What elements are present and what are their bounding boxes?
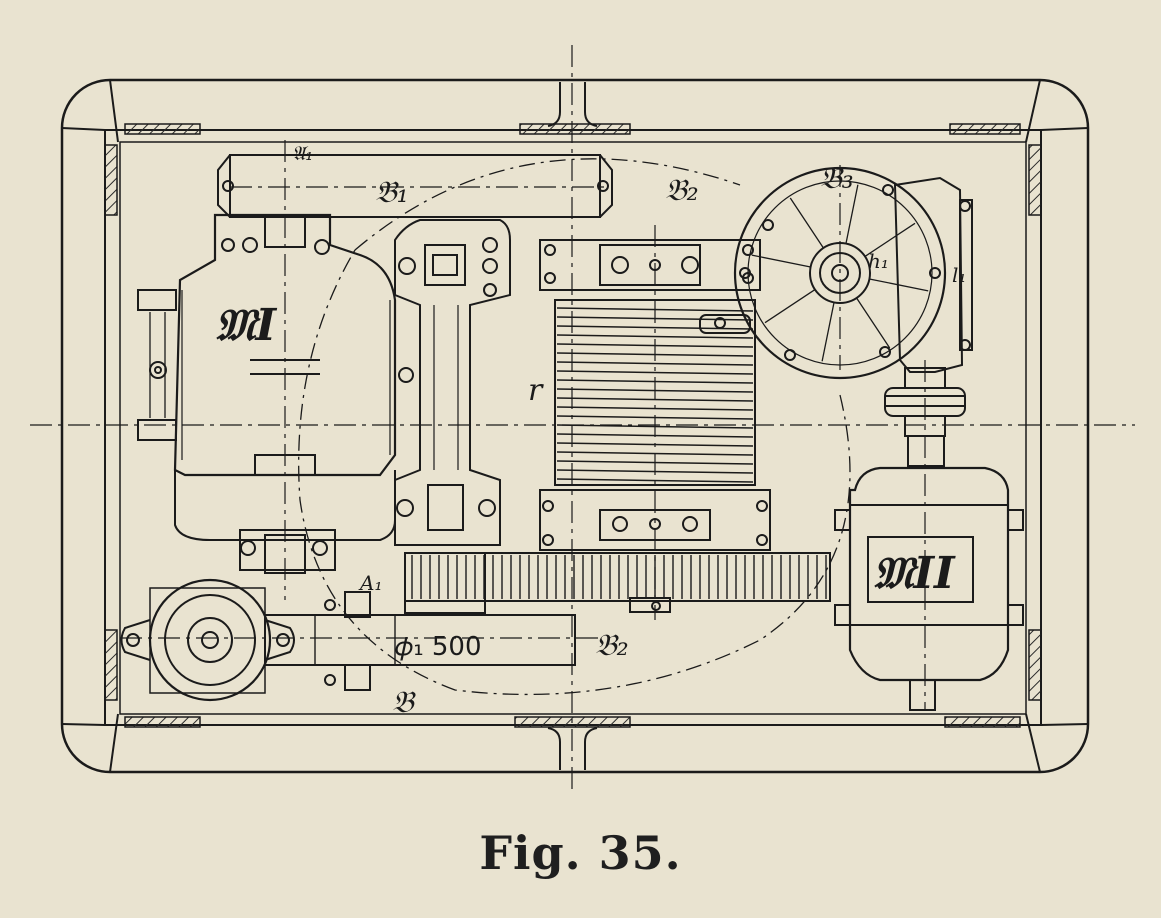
drum-winding-line [556,334,754,339]
label-shaft-upper-right: 𝔅₂ [665,173,699,208]
drum-winding-line [556,397,754,402]
drum-winding-line [556,469,754,474]
diagram-labels: 𝔐I 𝔐II 𝔄₁ 𝔅₁ 𝔅₂ 𝔅₃ h₁ l₁ r A₁ 𝜙₁ 500 𝔅₂ … [215,141,966,720]
drum-winding-line [556,379,754,384]
drum-winding-line [556,352,754,357]
label-motor-ii: 𝔐II [873,548,956,599]
label-hub: h₁ [868,249,889,273]
wheel-spoke-line [864,222,916,257]
figure-caption: Fig. 35. [479,826,682,880]
spur-gear [404,552,831,614]
wheel-spoke-line [821,302,835,362]
handwheel [733,166,947,380]
wheel-spoke-line [764,289,816,324]
drum-winding-line [556,424,754,429]
drum-winding-line [556,361,754,366]
wheel-spoke-line [789,197,824,249]
drum-winding-line [556,325,754,330]
worm-gearbox [893,176,973,373]
drum-windings [556,307,754,483]
motor-i [137,213,414,574]
drum-winding-line [556,433,754,438]
label-drum-l: l₁ [952,263,966,287]
gear-teeth [411,555,827,599]
coupling [884,367,966,467]
drum-winding-line [556,343,754,348]
label-shaft-top: 𝔄₁ [292,141,313,165]
label-key-a: A₁ [358,571,382,595]
label-shaft-lower: 𝔅₂ [595,628,629,663]
vertical-shaft-column [394,219,511,546]
drum-winding-line [556,370,754,375]
winding-drum [539,239,771,551]
label-motor-i: 𝔐I [215,300,277,351]
wheel-spoke-line [845,184,859,244]
drum-winding-line [556,406,754,411]
label-drum-r: r [528,373,544,408]
label-diameter: 𝜙₁ 500 [395,632,482,662]
gear-pitch-arc [298,158,851,696]
drum-winding-line [556,451,754,456]
drum-winding-line [556,478,754,483]
drum-winding-line [556,460,754,465]
drum-winding-line [556,442,754,447]
label-shaft-upper: 𝔅₁ [375,175,409,210]
wheel-spoke-line [751,254,811,268]
centerlines [30,45,1135,790]
drum-winding-line [556,316,754,321]
drum-winding-line [556,307,754,312]
lower-crank [120,578,576,702]
upper-shaft-housing [217,154,613,248]
wheel-spokes [751,184,929,362]
drum-winding-line [556,388,754,393]
label-shaft-bottom: 𝔅 [392,685,416,720]
label-shaft-right: 𝔅₃ [820,161,854,196]
motor-ii [834,466,1024,711]
wheel-spoke-line [856,297,891,349]
drum-winding-line [556,415,754,420]
